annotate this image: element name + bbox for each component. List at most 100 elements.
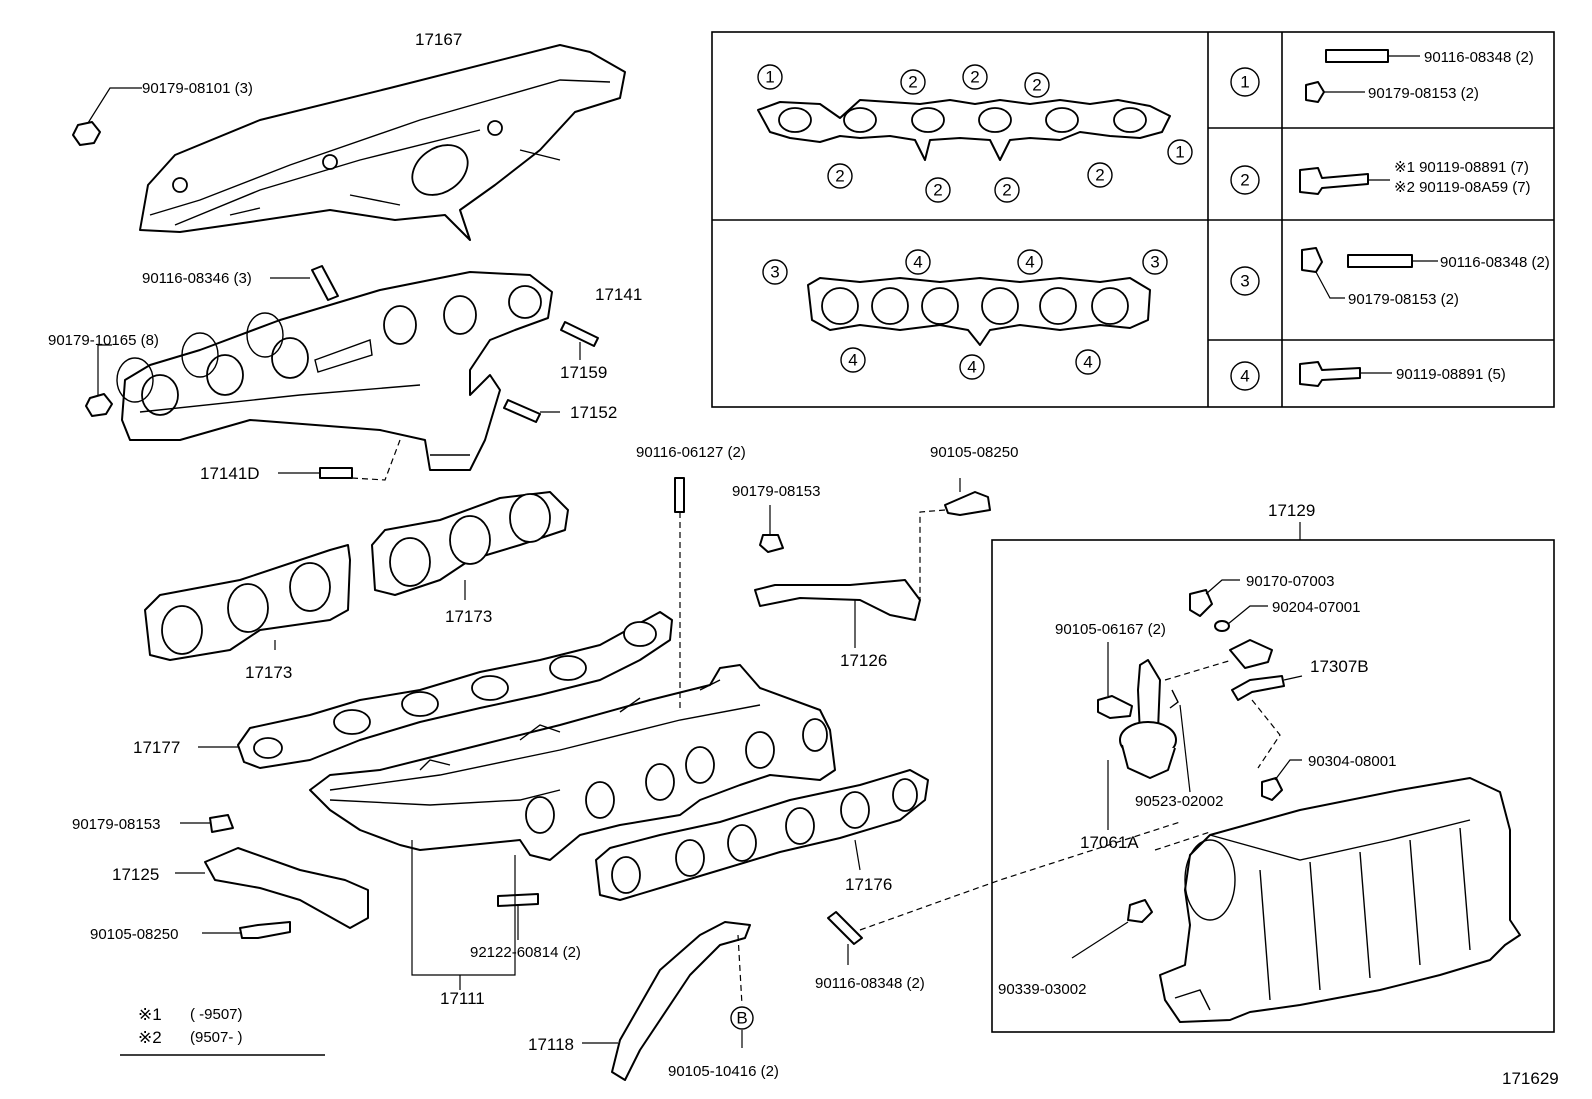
marker-2e: 2 [933, 181, 942, 200]
marker-2f: 2 [1002, 181, 1011, 200]
nut-icon [1301, 247, 1323, 273]
table-key-2: 2 [1240, 171, 1249, 190]
label-90116-08346: 90116-08346 (3) [142, 270, 252, 287]
note-range-2: (9507- ) [190, 1029, 243, 1046]
washer-90204-07001 [1214, 620, 1230, 632]
label-17159: 17159 [560, 363, 607, 382]
label-90304-08001: 90304-08001 [1308, 753, 1396, 770]
label-90105-06167: 90105-06167 (2) [1055, 621, 1166, 638]
marker-2c: 2 [1032, 76, 1041, 95]
labels: 17167 90179-08101 (3) 90116-08346 (3) 17… [48, 30, 1559, 1088]
note-range-1: ( -9507) [190, 1006, 243, 1023]
table-row2-line2: ※2 90119-08A59 (7) [1394, 179, 1531, 196]
nut-90304-08001 [1261, 777, 1283, 801]
stud-90116-06127 [674, 477, 685, 710]
marker-1b: 1 [1175, 143, 1184, 162]
table-row4-line1: 90119-08891 (5) [1396, 366, 1506, 383]
marker-4b: 4 [1025, 253, 1034, 272]
bolt-icon [1299, 361, 1361, 387]
label-17129: 17129 [1268, 501, 1315, 520]
marker-2d: 2 [835, 167, 844, 186]
exhaust-manifold-17141 [116, 271, 553, 471]
stud-90116-08346 [270, 265, 339, 301]
actuator-17061A [1107, 659, 1177, 830]
bolt-90105-08250-left [202, 921, 291, 939]
label-17126: 17126 [840, 651, 887, 670]
label-90179-08153-left: 90179-08153 [72, 816, 160, 833]
table-key-1: 1 [1240, 73, 1249, 92]
stud-17152 [503, 399, 560, 423]
label-17111: 17111 [440, 989, 485, 1008]
label-90204-07001: 90204-07001 [1272, 599, 1360, 616]
marker-2a: 2 [908, 73, 917, 92]
label-90339-03002: 90339-03002 [998, 981, 1086, 998]
nut-90179-08153-left [180, 814, 234, 833]
gasket-17173-right [371, 491, 569, 596]
label-90179-10165: 90179-10165 (8) [48, 332, 159, 349]
label-90179-08153-top: 90179-08153 [732, 483, 820, 500]
label-17167: 17167 [415, 30, 462, 49]
marker-b-text: B [736, 1009, 747, 1028]
label-17118: 17118 [528, 1035, 574, 1054]
bolt-90105-08250-top [919, 478, 991, 600]
plug-90339-03002 [1127, 899, 1153, 923]
note-mark-1: ※1 [138, 1005, 162, 1024]
label-17125: 17125 [112, 865, 159, 884]
label-17152: 17152 [570, 403, 617, 422]
label-90179-08101: 90179-08101 (3) [142, 80, 253, 97]
nut-90179-10165 [85, 344, 113, 417]
bolt-icon [1299, 167, 1369, 195]
table-row1-line2: 90179-08153 (2) [1368, 85, 1479, 102]
gasket-marker-bottom: 3 4 4 3 4 4 4 [762, 249, 1168, 380]
label-90105-08250-left: 90105-08250 [90, 926, 178, 943]
table-row2-line1: ※1 90119-08891 (7) [1394, 159, 1529, 176]
label-17173-left: 17173 [245, 663, 292, 682]
label-90170-07003: 90170-07003 [1246, 573, 1334, 590]
stay-17126 [754, 579, 921, 648]
label-92122-60814: 92122-60814 (2) [470, 944, 581, 961]
gasket-marker-top: 1 2 2 2 1 2 2 2 2 [757, 64, 1193, 203]
heat-insulator-17167 [139, 44, 626, 241]
nut-icon [1305, 81, 1325, 103]
gasket-17177 [198, 611, 673, 769]
marker-3a: 3 [770, 263, 779, 282]
label-90116-08348: 90116-08348 (2) [815, 975, 925, 992]
diagram-id: 171629 [1502, 1069, 1559, 1088]
bolt-17307B [1231, 675, 1285, 701]
marker-3b: 3 [1150, 253, 1159, 272]
stud-92122-60814 [497, 893, 539, 940]
label-17061A: 17061A [1080, 833, 1139, 852]
marker-b: B [730, 1006, 754, 1048]
stud-icon [1325, 49, 1389, 63]
table-row1-line1: 90116-08348 (2) [1424, 49, 1534, 66]
label-90116-06127: 90116-06127 (2) [636, 444, 746, 461]
marker-2b: 2 [970, 68, 979, 87]
intake-manifold-leader [411, 840, 516, 976]
gasket-table: 1 2 2 2 1 2 2 2 2 3 4 4 3 4 4 4 1 2 3 4 [711, 31, 1555, 408]
clip-90523-02002 [1169, 689, 1179, 709]
label-90105-08250-top: 90105-08250 [930, 444, 1018, 461]
label-17177: 17177 [133, 738, 180, 757]
bolt-90105-06167 [1097, 695, 1133, 719]
nut-90170-07003 [1189, 589, 1213, 617]
label-17307B: 17307B [1310, 657, 1369, 676]
table-key-4: 4 [1240, 367, 1249, 386]
label-17173-right: 17173 [445, 607, 492, 626]
table-row3-line1: 90116-08348 (2) [1440, 254, 1550, 271]
intake-manifold-17111 [309, 664, 836, 861]
nut-90179-08101 [72, 87, 142, 146]
stud-icon [1347, 254, 1413, 268]
gasket-17173-left [144, 544, 351, 661]
marker-4e: 4 [1083, 353, 1092, 372]
stud-17159 [560, 321, 599, 360]
surge-tank-box-17129 [991, 522, 1555, 1033]
table-key-3: 3 [1240, 272, 1249, 291]
nut-90179-08153-top [759, 505, 784, 553]
gasket-17176 [595, 769, 929, 901]
stud-17141D [278, 439, 401, 481]
label-17141D: 17141D [200, 464, 260, 483]
label-90105-10416: 90105-10416 (2) [668, 1063, 779, 1080]
marker-1a: 1 [765, 68, 774, 87]
marker-4c: 4 [848, 351, 857, 370]
